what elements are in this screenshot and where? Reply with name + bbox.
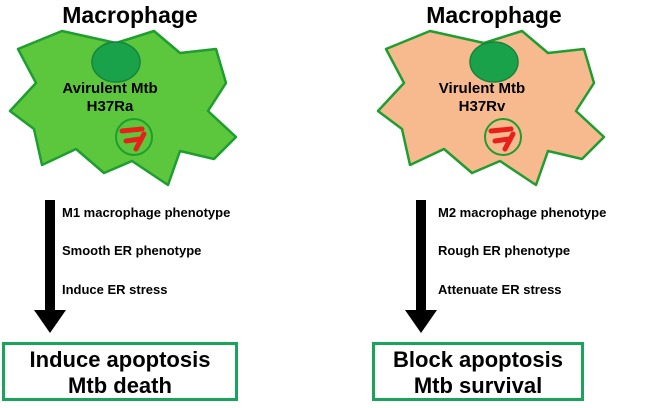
left-title: Macrophage	[62, 2, 198, 28]
right-cell-label-line2: H37Rv	[458, 98, 506, 115]
left-step-1: M1 macrophage phenotype	[62, 205, 231, 220]
left-cell-label-line1: Avirulent Mtb	[62, 80, 158, 97]
left-cell-label: Avirulent Mtb H37Ra	[30, 80, 190, 116]
left-step-3: Induce ER stress	[62, 282, 168, 297]
right-step-3: Attenuate ER stress	[438, 282, 562, 297]
macrophage-body	[376, 29, 606, 187]
macrophage-body	[8, 29, 238, 187]
virulent-macrophage-cell	[376, 29, 606, 187]
right-cell-label: Virulent Mtb H37Rv	[402, 80, 562, 116]
avirulent-macrophage-cell	[8, 29, 238, 187]
right-outcome-line2: Mtb survival	[413, 373, 543, 398]
left-step-2: Smooth ER phenotype	[62, 243, 202, 258]
bacteria-icon	[488, 126, 516, 152]
nucleus-icon	[91, 41, 141, 83]
right-outcome-line1: Block apoptosis	[393, 347, 563, 372]
nucleus-icon	[469, 41, 519, 83]
right-outcome-box: Block apoptosis Mtb survival	[372, 342, 584, 401]
right-step-1: M2 macrophage phenotype	[438, 205, 607, 220]
left-outcome-line1: Induce apoptosis	[29, 347, 211, 372]
left-cell-label-line2: H37Ra	[86, 98, 134, 115]
left-outcome-box: Induce apoptosis Mtb death	[2, 342, 238, 401]
right-step-2: Rough ER phenotype	[438, 243, 571, 258]
phagosome-icon	[115, 118, 153, 156]
left-outcome-line2: Mtb death	[68, 373, 172, 398]
phagosome-icon	[484, 118, 522, 156]
right-cell-label-line1: Virulent Mtb	[438, 80, 526, 97]
bacteria-icon	[119, 126, 147, 152]
left-down-arrow	[34, 200, 66, 333]
right-title: Macrophage	[426, 2, 562, 28]
right-down-arrow	[405, 200, 437, 333]
